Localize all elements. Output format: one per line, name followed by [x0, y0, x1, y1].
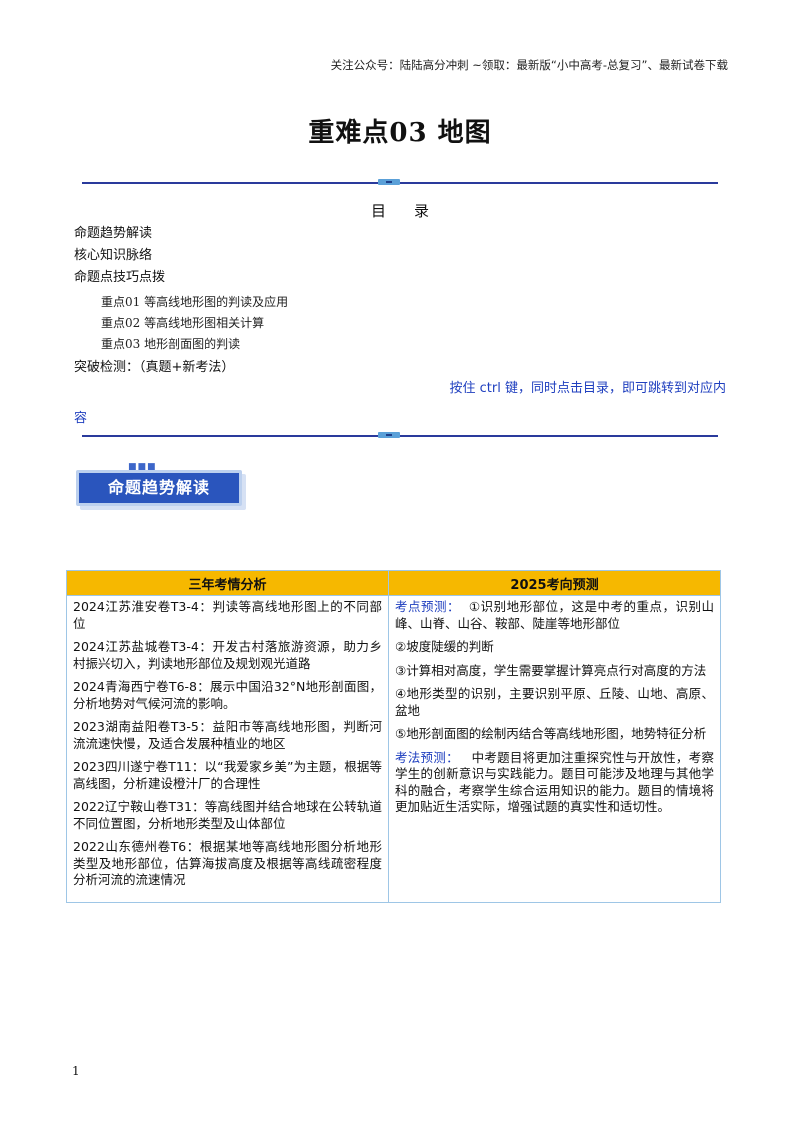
- header-note: 关注公众号：陆陆高分冲刺 ~领取：最新版“小中高考-总复习”、最新试卷下载: [330, 58, 728, 72]
- method-label: 考法预测：: [395, 749, 459, 765]
- forecast-point: ③计算相对高度，学生需要掌握计算亮点行对高度的方法: [395, 662, 707, 678]
- forecast-text: ①识别地形部位，这是中考的重点，识别山峰、山脊、山谷、鞍部、陡崖等地形部位: [395, 599, 714, 631]
- toc-item-skills[interactable]: 命题点技巧点拨: [74, 270, 166, 285]
- forecast-cell: 考点预测： ①识别地形部位，这是中考的重点，识别山峰、山脊、山谷、鞍部、陡崖等地…: [388, 595, 721, 903]
- toc-divider: [82, 432, 718, 438]
- document-title: 重难点03 地图: [308, 118, 492, 148]
- method-forecast: 考法预测： 中考题目将更加注重探究性与开放性，考察学生的创新意识与实践能力。题目…: [395, 750, 714, 816]
- page-number: 1: [72, 1064, 80, 1078]
- forecast-point: 考点预测： ①识别地形部位，这是中考的重点，识别山峰、山脊、山谷、鞍部、陡崖等地…: [395, 599, 714, 632]
- toc-item-knowledge[interactable]: 核心知识脉络: [74, 248, 153, 263]
- divider-ornament: [378, 179, 400, 185]
- table-header-row: 三年考情分析 2025考向预测: [66, 570, 721, 596]
- exam-entry: 2023四川遂宁卷T11：以“我爱家乡美”为主题，根据等高线图，分析建设橙汁厂的…: [73, 759, 382, 791]
- toc-subitem-02[interactable]: 重点02 等高线地形图相关计算: [101, 316, 265, 330]
- ctrl-click-hint-cont: 容: [74, 411, 88, 426]
- ctrl-click-hint: 按住 ctrl 键，同时点击目录，即可跳转到对应内: [449, 381, 726, 396]
- forecast-point: ②坡度陡缓的判断: [395, 639, 494, 654]
- badge-dots: ■■■: [128, 462, 157, 472]
- analysis-cell: 2024江苏淮安卷T3-4：判读等高线地形图上的不同部位 2024江苏盐城卷T3…: [66, 595, 389, 903]
- section-badge-label: 命题趋势解读: [76, 470, 242, 506]
- exam-entry: 2024江苏盐城卷T3-4：开发古村落旅游资源，助力乡村振兴切入，判读地形部位及…: [73, 639, 382, 671]
- table-row: 2024江苏淮安卷T3-4：判读等高线地形图上的不同部位 2024江苏盐城卷T3…: [66, 595, 721, 903]
- toc-subitem-01[interactable]: 重点01 等高线地形图的判读及应用: [101, 295, 289, 309]
- toc-item-trend[interactable]: 命题趋势解读: [74, 226, 153, 241]
- forecast-point: ④地形类型的识别，主要识别平原、丘陵、山地、高原、盆地: [395, 686, 714, 718]
- divider-ornament: [378, 432, 400, 438]
- forecast-label: 考点预测：: [395, 599, 460, 614]
- col-header-forecast: 2025考向预测: [388, 570, 721, 596]
- analysis-table: 三年考情分析 2025考向预测 2024江苏淮安卷T3-4：判读等高线地形图上的…: [66, 570, 721, 903]
- section-badge: ■■■ 命题趋势解读: [76, 463, 242, 506]
- exam-entry: 2024青海西宁卷T6-8：展示中国沿32°N地形剖面图，分析地势对气候河流的影…: [73, 679, 382, 711]
- toc-heading: 目录: [370, 202, 457, 220]
- forecast-point: ⑤地形剖面图的绘制丙结合等高线地形图，地势特征分析: [395, 726, 707, 741]
- exam-entry: 2023湖南益阳卷T3-5：益阳市等高线地形图，判断河流流速快慢，及适合发展种植…: [73, 719, 382, 751]
- title-divider: [82, 179, 718, 185]
- col-header-analysis: 三年考情分析: [66, 570, 389, 596]
- exam-entry: 2022辽宁鞍山卷T31：等高线图并结合地球在公转轨道不同位置图，分析地形类型及…: [73, 799, 382, 831]
- method-text: 中考题目将更加注重探究性与开放性，考察学生的创新意识与实践能力。题目可能涉及地理…: [395, 749, 714, 815]
- exam-entry: 2022山东德州卷T6：根据某地等高线地形图分析地形类型及地形部位，估算海拔高度…: [73, 839, 382, 887]
- toc-item-test[interactable]: 突破检测：（真题+新考法）: [74, 360, 235, 375]
- exam-entry: 2024江苏淮安卷T3-4：判读等高线地形图上的不同部位: [73, 599, 382, 631]
- toc-subitem-03[interactable]: 重点03 地形剖面图的判读: [101, 337, 241, 351]
